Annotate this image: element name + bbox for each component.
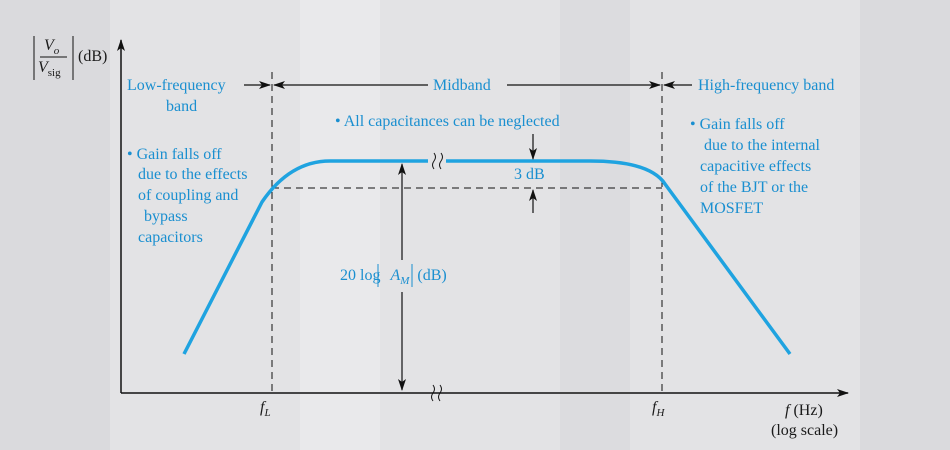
x-label-unit: (Hz) bbox=[793, 402, 823, 419]
background-block bbox=[0, 0, 110, 450]
background-block bbox=[300, 0, 380, 450]
high-note-line: MOSFET bbox=[700, 200, 764, 217]
mid-band-label: Midband bbox=[433, 77, 491, 94]
gain-label-unit: (dB) bbox=[417, 267, 447, 284]
low-note-line: • Gain falls off bbox=[127, 146, 222, 163]
high-note-line: of the BJT or the bbox=[700, 179, 809, 196]
y-label-numerator-sub: o bbox=[53, 45, 60, 58]
gain-label-prefix: 20 log bbox=[340, 267, 381, 284]
high-band-label: High-frequency band bbox=[698, 77, 835, 94]
gain-label-sub: M bbox=[400, 275, 410, 288]
low-note-line: of coupling and bbox=[138, 187, 239, 204]
tick-fl-sub: L bbox=[264, 407, 271, 420]
background-block bbox=[860, 0, 950, 450]
background-block bbox=[560, 0, 630, 450]
y-label-unit: (dB) bbox=[78, 48, 108, 65]
low-band-label-line1: Low-frequency bbox=[127, 77, 226, 94]
mid-note: • All capacitances can be neglected bbox=[335, 113, 560, 130]
x-label-scale: (log scale) bbox=[771, 422, 839, 439]
low-note-line: due to the effects bbox=[138, 166, 248, 183]
low-note-line: bypass bbox=[144, 208, 188, 225]
gain-curve bbox=[182, 159, 792, 356]
y-label-numerator: Vo bbox=[44, 37, 60, 58]
low-band-label-line2: band bbox=[166, 98, 198, 115]
low-note-line: capacitors bbox=[138, 229, 203, 246]
y-label-denominator: Vsig bbox=[38, 58, 61, 83]
gain-label-var: A bbox=[390, 267, 401, 284]
tick-fl: fL bbox=[260, 399, 271, 420]
gain-label: 20 log AM (dB) bbox=[340, 266, 447, 291]
y-label-denominator-var: V bbox=[38, 59, 48, 76]
x-label-var: f bbox=[785, 402, 790, 419]
x-axis-break bbox=[431, 384, 442, 402]
y-label-denominator-sub: sig bbox=[47, 67, 61, 80]
curve-break bbox=[432, 152, 443, 170]
high-note-line: due to the internal bbox=[704, 137, 820, 154]
tick-fh-sub: H bbox=[656, 407, 665, 420]
3db-label: 3 dB bbox=[514, 166, 545, 183]
tick-fh: fH bbox=[652, 399, 665, 420]
high-note-line: • Gain falls off bbox=[690, 116, 785, 133]
x-label: f (Hz) bbox=[785, 401, 823, 421]
high-note-line: capacitive effects bbox=[700, 158, 812, 175]
